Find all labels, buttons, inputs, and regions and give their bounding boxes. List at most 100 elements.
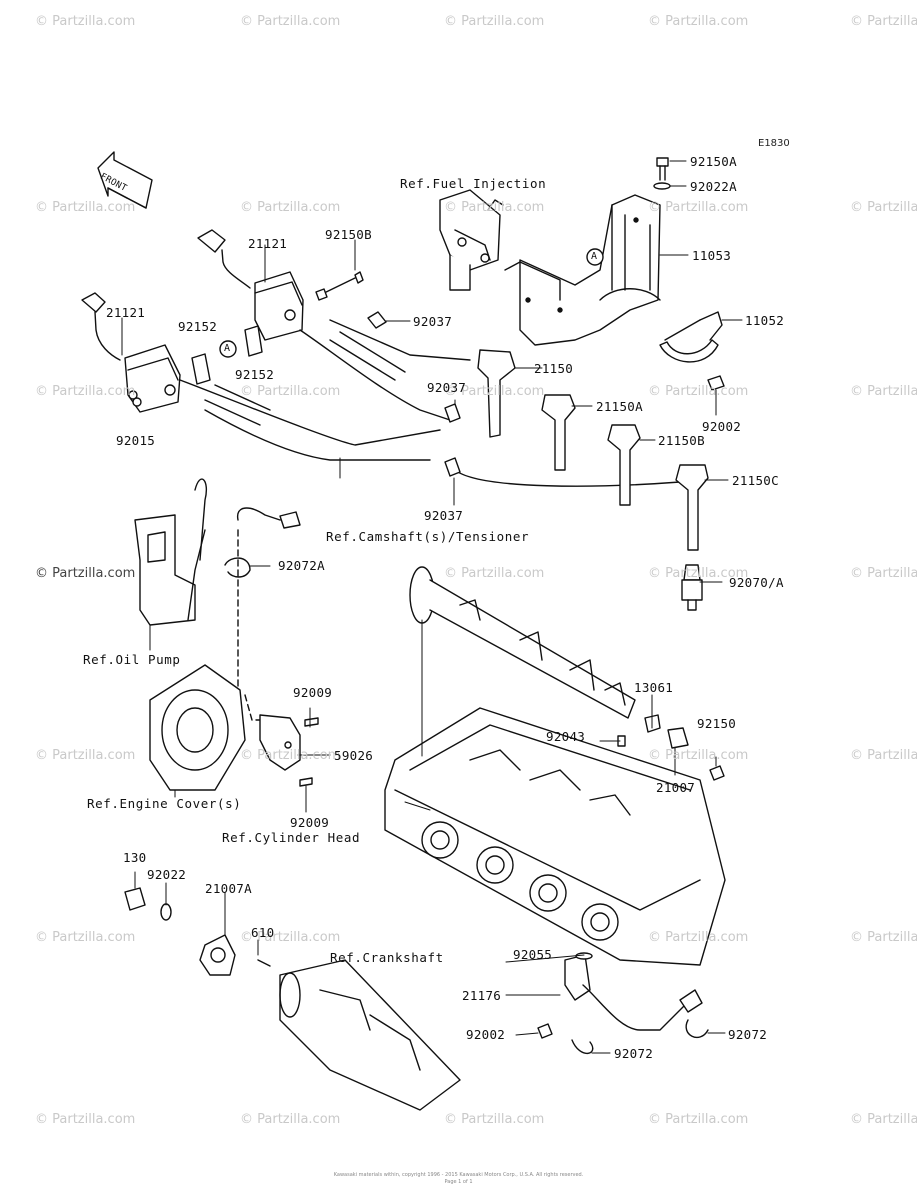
camshaft-ref-part [409,566,636,719]
part-label-92072: 92072 [728,1027,768,1042]
ref-label-engine-cover: Ref.Engine Cover(s) [87,796,242,811]
watermark: © Partzilla.com [240,748,341,763]
part-label-13061: 13061 [634,680,674,695]
watermark: © Partzilla.com [35,384,136,399]
part-label-92152: 92152 [235,367,275,382]
part-label-92037: 92037 [413,314,453,329]
copyright-footer: Kawasaki materials within, copyright 199… [333,1172,584,1178]
watermark: © Partzilla.com [850,200,917,215]
part-label-130: 130 [123,850,147,865]
front-arrow-icon [97,151,153,209]
part-label-92022a: 92022A [690,179,737,194]
spark-plug-leads [179,319,681,487]
watermark: © Partzilla.com [35,1112,136,1127]
rotor-21007a [199,934,236,976]
watermark: © Partzilla.com [850,14,917,29]
bolt-92002-bottom [537,1023,553,1039]
part-label-21150a: 21150A [596,399,643,414]
watermark: © Partzilla.com [35,566,136,581]
ignition-coil-21121-right [197,229,304,341]
part-label-92150b: 92150B [325,227,372,242]
watermark: © Partzilla.com [648,930,749,945]
clamp-11052 [659,311,723,363]
watermark: © Partzilla.com [240,14,341,29]
watermark: © Partzilla.com [850,566,917,581]
part-label-92072a: 92072A [278,558,325,573]
sensor-21176 [564,954,703,1031]
spacer-92152 [191,325,263,385]
connector-a-letter: A [591,251,598,262]
part-label-11052: 11052 [745,313,785,328]
fuel-injection-bracket [504,194,661,346]
watermark: © Partzilla.com [240,384,341,399]
part-label-92002: 92002 [466,1027,506,1042]
watermark: © Partzilla.com [850,384,917,399]
watermark: © Partzilla.com [240,200,341,215]
watermark: © Partzilla.com [850,1112,917,1127]
part-label-92150a: 92150A [690,154,737,169]
part-label-92070a: 92070/A [729,575,784,590]
part-label-92152: 92152 [178,319,218,334]
bolt-92150b [315,271,364,301]
engine-cover-ref-part [149,664,246,791]
watermark: © Partzilla.com [648,566,749,581]
watermark: © Partzilla.com [648,200,749,215]
part-label-92009: 92009 [290,815,330,830]
watermark: © Partzilla.com [444,14,545,29]
watermark: © Partzilla.com [444,566,545,581]
part-label-92043: 92043 [546,729,586,744]
part-label-92037: 92037 [427,380,467,395]
leader-lines [121,160,743,1054]
ignition-coil-21121-left [81,292,181,413]
fuel-injection-sensor [439,189,504,291]
watermark: © Partzilla.com [444,200,545,215]
ref-label-crankshaft: Ref.Crankshaft [330,950,444,965]
watermark: © Partzilla.com [444,384,545,399]
part-label-92072: 92072 [614,1046,654,1061]
part-label-59026: 59026 [334,748,374,763]
cap-21007 [667,727,689,749]
part-label-21150c: 21150C [732,473,779,488]
clip-92072-left [571,1039,594,1055]
pin-92043 [617,735,626,747]
bolt-92009 [299,717,319,787]
part-label-21176: 21176 [462,988,502,1003]
part-label-21007: 21007 [656,780,696,795]
watermark: © Partzilla.com [35,200,136,215]
crankshaft-ref-part [279,959,461,1111]
watermark: © Partzilla.com [240,930,341,945]
part-label-92150: 92150 [697,716,737,731]
part-label-11053: 11053 [692,248,732,263]
bolt-92150a [653,157,671,190]
cylinder-head-ref-part [384,707,726,966]
watermark: © Partzilla.com [35,930,136,945]
clip-92072-right [685,1019,709,1039]
spark-plug-92070 [681,564,703,611]
bolt-92150 [709,765,725,781]
watermark: © Partzilla.com [240,1112,341,1127]
watermark: © Partzilla.com [444,1112,545,1127]
watermark: © Partzilla.com [35,14,136,29]
part-label-21121: 21121 [248,236,288,251]
part-label-21121: 21121 [106,305,146,320]
part-label-92002: 92002 [702,419,742,434]
part-label-21007a: 21007A [205,881,252,896]
ref-label-cylinder-head: Ref.Cylinder Head [222,830,361,845]
ref-label-oil-pump: Ref.Oil Pump [83,652,181,667]
part-label-92009: 92009 [293,685,333,700]
part-label-92037: 92037 [424,508,464,523]
part-label-21150: 21150 [534,361,574,376]
sensor-59026 [259,714,301,771]
ref-label-fuel-injection: Ref.Fuel Injection [400,176,547,191]
watermark: © Partzilla.com [850,930,917,945]
part-label-92015: 92015 [116,433,156,448]
clip-92072a [224,557,251,578]
part-label-610: 610 [251,925,275,940]
plug-caps [477,349,709,551]
watermark: © Partzilla.com [648,14,749,29]
watermark: © Partzilla.com [850,748,917,763]
ref-label-camshaft: Ref.Camshaft(s)/Tensioner [326,529,530,544]
sensor-wire [236,507,301,721]
watermark: © Partzilla.com [648,384,749,399]
